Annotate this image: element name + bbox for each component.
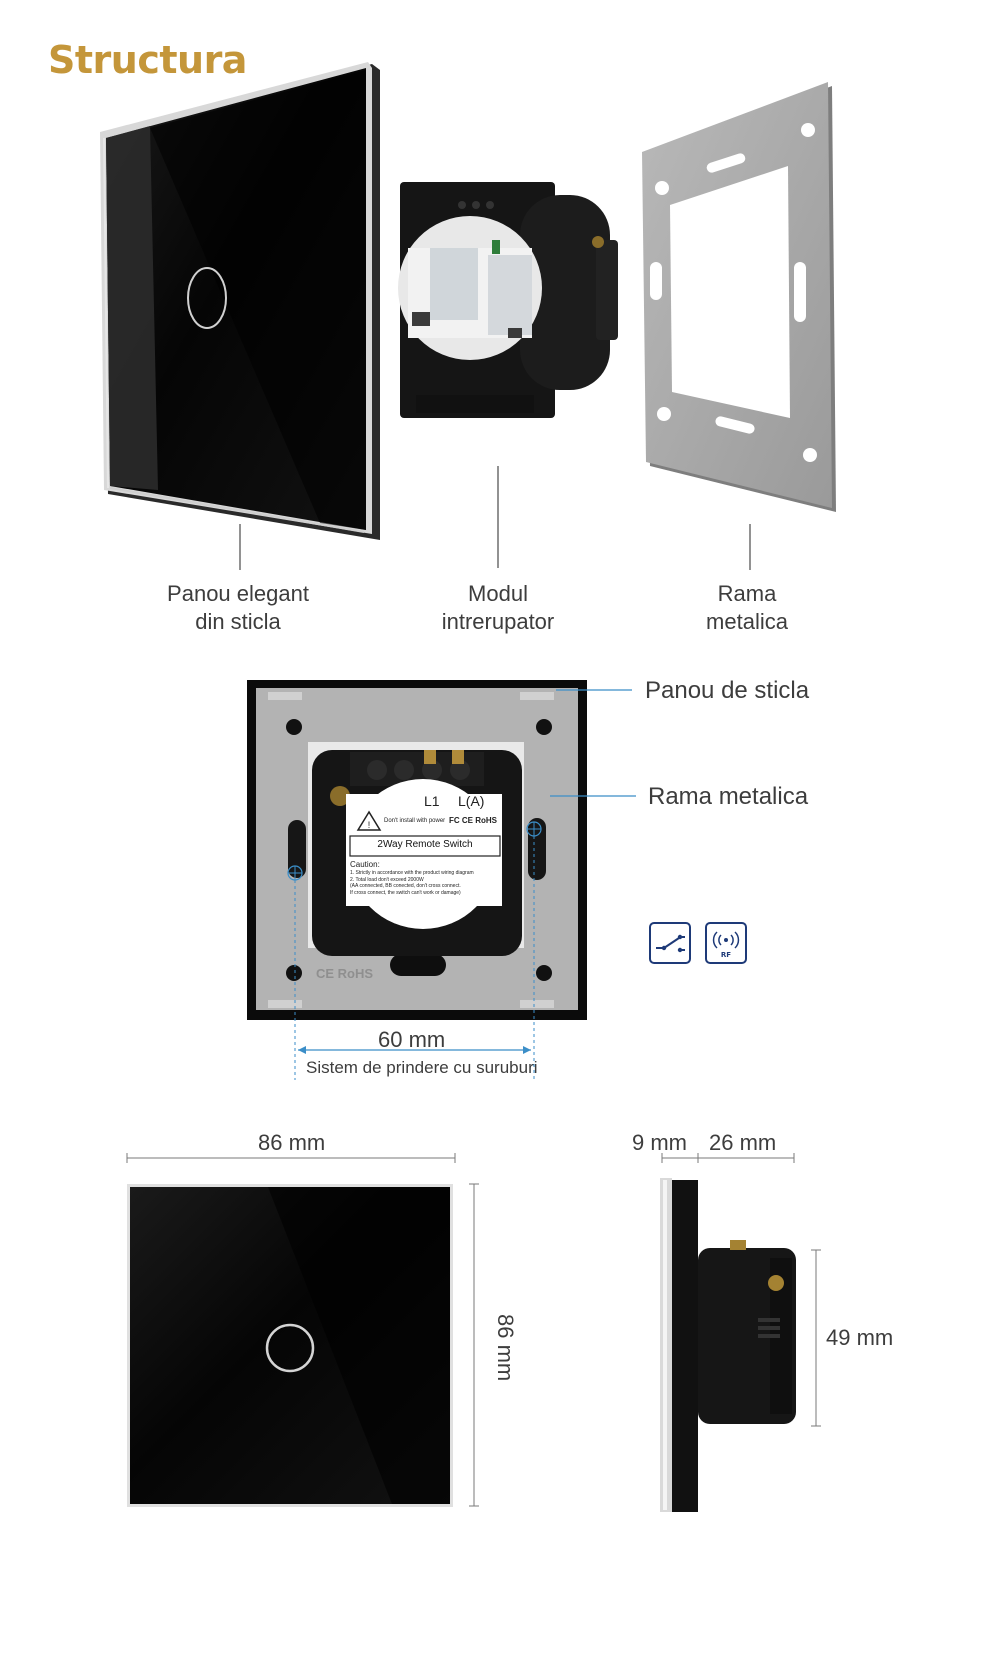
switch-module-label: Modul intrerupator [408, 580, 588, 636]
metal-frame-label-line2: metalica [706, 609, 788, 634]
certification-marks: FC CE RoHS [449, 816, 497, 825]
touch-ring-icon [187, 267, 227, 329]
side-view-image [660, 1178, 796, 1512]
warning-text: Don't install with power [384, 818, 446, 824]
mounting-spacing-caption: Sistem de prindere cu suruburi [306, 1058, 538, 1077]
rf-signal-icon: RF [705, 922, 747, 964]
warning-triangle-icon [356, 810, 382, 831]
caution-line-3: (AA connected, BB conected, don't cross … [350, 883, 461, 889]
module-height-label: 49 mm [826, 1325, 894, 1350]
caution-line-1: 1. Strictly in accordance with the produ… [350, 870, 474, 876]
terminal-la-label: L(A) [458, 793, 485, 809]
width-dimension-label: 86 mm [258, 1130, 326, 1155]
callout-glass-panel: Panou de sticla [645, 677, 810, 704]
caution-text: 1. Strictly in accordance with the produ… [350, 870, 502, 896]
caution-line-2: 2. Total load don't exceed 2000W [350, 876, 424, 883]
switch-module-label-line2: intrerupator [441, 609, 555, 634]
mounting-spacing-dimension [287, 821, 542, 1080]
glass-depth-label: 9 mm [632, 1130, 687, 1155]
rf-label: RF [721, 951, 731, 959]
svg-text:!: ! [368, 820, 371, 830]
glass-panel-label-line1: Panou elegant [167, 581, 309, 606]
glass-panel-label-line2: din sticla [195, 609, 281, 634]
metal-frame-image [642, 82, 836, 512]
metal-frame-label: Rama metalica [657, 580, 837, 636]
switch-module-image [398, 182, 618, 418]
height-dimension-text: 86 mm [493, 1314, 518, 1382]
terminal-l1-label: L1 [424, 793, 440, 809]
module-depth-label: 26 mm [709, 1130, 777, 1155]
switch-module-label-line1: Modul [468, 581, 528, 606]
two-way-switch-icon [649, 922, 691, 964]
metal-frame-label-line1: Rama [717, 581, 777, 606]
callout-metal-frame: Rama metalica [648, 783, 809, 810]
caution-title: Caution: [350, 860, 380, 869]
frame-marking: CE RoHS [316, 966, 374, 981]
page-title: Structura [48, 38, 247, 82]
caution-line-4: If cross connect, the switch can't work … [350, 889, 461, 896]
glass-panel-label: Panou elegant din sticla [148, 580, 328, 636]
glass-panel-image [100, 62, 380, 540]
mounting-spacing-value: 60 mm [378, 1027, 446, 1052]
touch-ring-icon [265, 1323, 315, 1373]
back-view-image: ! [247, 680, 587, 1020]
front-view-image [127, 1184, 453, 1507]
product-name-label: 2Way Remote Switch [377, 839, 473, 850]
